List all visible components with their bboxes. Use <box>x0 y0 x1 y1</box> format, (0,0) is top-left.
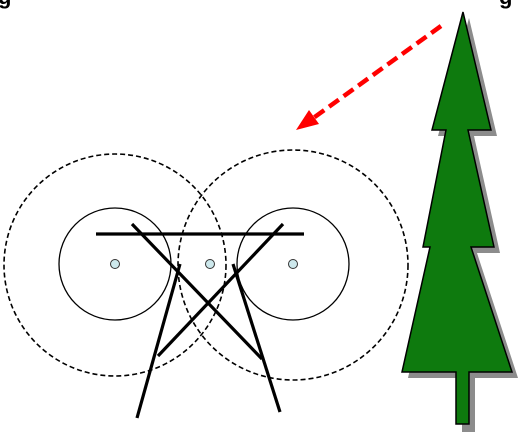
tree-body <box>401 11 514 425</box>
outer-clearance-zones <box>3 149 409 381</box>
conductor-center <box>205 259 215 269</box>
conductor-left <box>110 259 120 269</box>
conductors <box>110 259 298 269</box>
heading-fragment-right: g <box>499 0 512 9</box>
conductor-right <box>288 259 298 269</box>
heading-fragment-left: g <box>0 0 11 9</box>
tree-icon <box>401 11 518 432</box>
tower-brace-left <box>156 222 285 358</box>
tower-brace-right <box>130 222 264 361</box>
inner-clearance-circle-right <box>236 207 350 321</box>
outer-clearance-circle-right <box>177 149 409 381</box>
arrow-shaft <box>310 24 443 121</box>
dashed-arrow-icon <box>296 24 443 130</box>
inner-clearance-zones <box>58 207 350 321</box>
arrow-head <box>296 110 319 130</box>
transmission-tower-icon <box>96 222 304 419</box>
outer-clearance-circle-left <box>3 153 227 377</box>
tower-leg-right <box>231 263 282 413</box>
tower-leg-left <box>135 263 182 419</box>
